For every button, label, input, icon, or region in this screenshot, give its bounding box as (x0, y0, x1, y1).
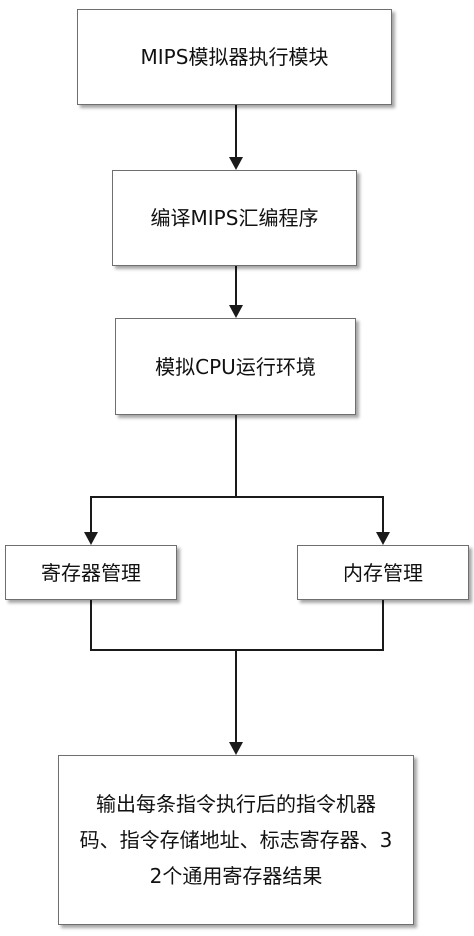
node-label: MIPS模拟器执行模块 (140, 45, 329, 69)
edge-split-to-register (90, 496, 236, 532)
arrowhead-to-register (84, 532, 98, 545)
node-label: 编译MIPS汇编程序 (150, 206, 319, 230)
arrowhead-to-output (229, 742, 243, 755)
node-label: 模拟CPU运行环境 (155, 354, 316, 379)
node-mips-simulator-exec-module: MIPS模拟器执行模块 (77, 9, 392, 105)
node-memory-management: 内存管理 (297, 545, 469, 600)
node-output-results: 输出每条指令执行后的指令机器码、指令存储地址、标志寄存器、32个通用寄存器结果 (58, 755, 414, 925)
edge-memory-to-merge (236, 600, 384, 651)
arrowhead-to-compile (229, 157, 243, 170)
node-register-management: 寄存器管理 (5, 545, 177, 600)
node-simulate-cpu-environment: 模拟CPU运行环境 (115, 318, 356, 415)
node-compile-mips-assembly: 编译MIPS汇编程序 (112, 170, 357, 266)
edge-split-to-memory (236, 496, 384, 532)
node-label: 寄存器管理 (41, 560, 141, 585)
arrowhead-to-memory (376, 532, 390, 545)
node-label: 内存管理 (343, 560, 423, 585)
node-label: 输出每条指令执行后的指令机器码、指令存储地址、标志寄存器、32个通用寄存器结果 (79, 792, 393, 888)
edge-register-to-merge (90, 600, 236, 651)
arrowhead-to-cpu (229, 305, 243, 318)
